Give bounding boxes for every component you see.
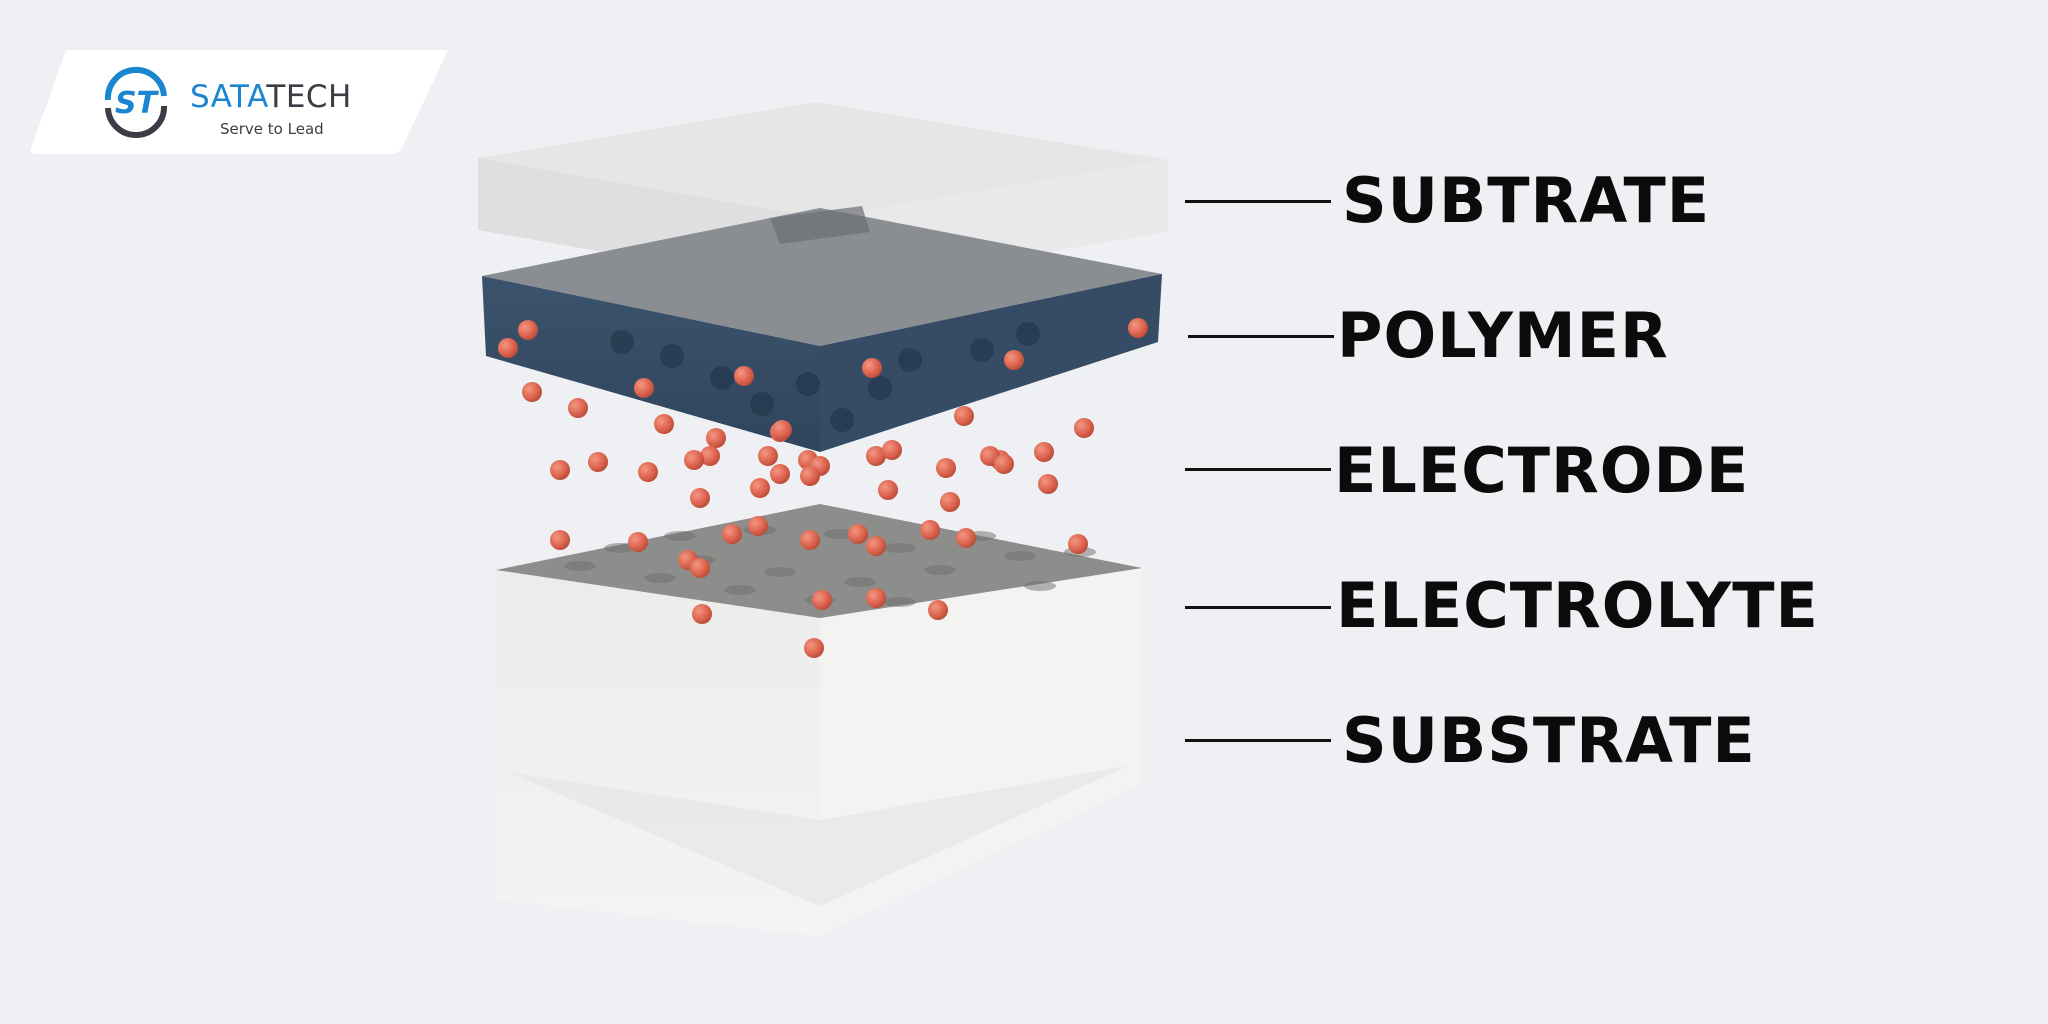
label-electrolyte: ELECTROLYTE bbox=[1336, 569, 1819, 642]
leader-line-electrolyte bbox=[1185, 606, 1331, 609]
label-polymer: POLYMER bbox=[1337, 299, 1669, 372]
label-substrate: SUBSTRATE bbox=[1342, 704, 1756, 777]
bottom-substrate-block bbox=[496, 504, 1142, 936]
leader-line-polymer bbox=[1188, 335, 1334, 338]
leader-line-subtrate bbox=[1185, 200, 1331, 203]
satatech-logo-icon: ST bbox=[104, 67, 168, 138]
leader-line-substrate bbox=[1185, 739, 1331, 742]
brand-tagline: Serve to Lead bbox=[220, 120, 324, 138]
electrode-particles bbox=[498, 318, 1148, 658]
label-subtrate: SUBTRATE bbox=[1342, 164, 1711, 237]
leader-line-electrode bbox=[1185, 468, 1331, 471]
brand-name: SATATECH bbox=[190, 82, 352, 113]
brand-name-part2: TECH bbox=[266, 79, 352, 115]
svg-text:ST: ST bbox=[115, 86, 160, 121]
logo-card: ST SATATECH Serve to Lead bbox=[30, 50, 454, 154]
polymer-layer bbox=[482, 206, 1162, 452]
brand-name-part1: SATA bbox=[190, 79, 267, 115]
label-electrode: ELECTRODE bbox=[1334, 434, 1750, 507]
logo-card-background bbox=[30, 50, 449, 154]
